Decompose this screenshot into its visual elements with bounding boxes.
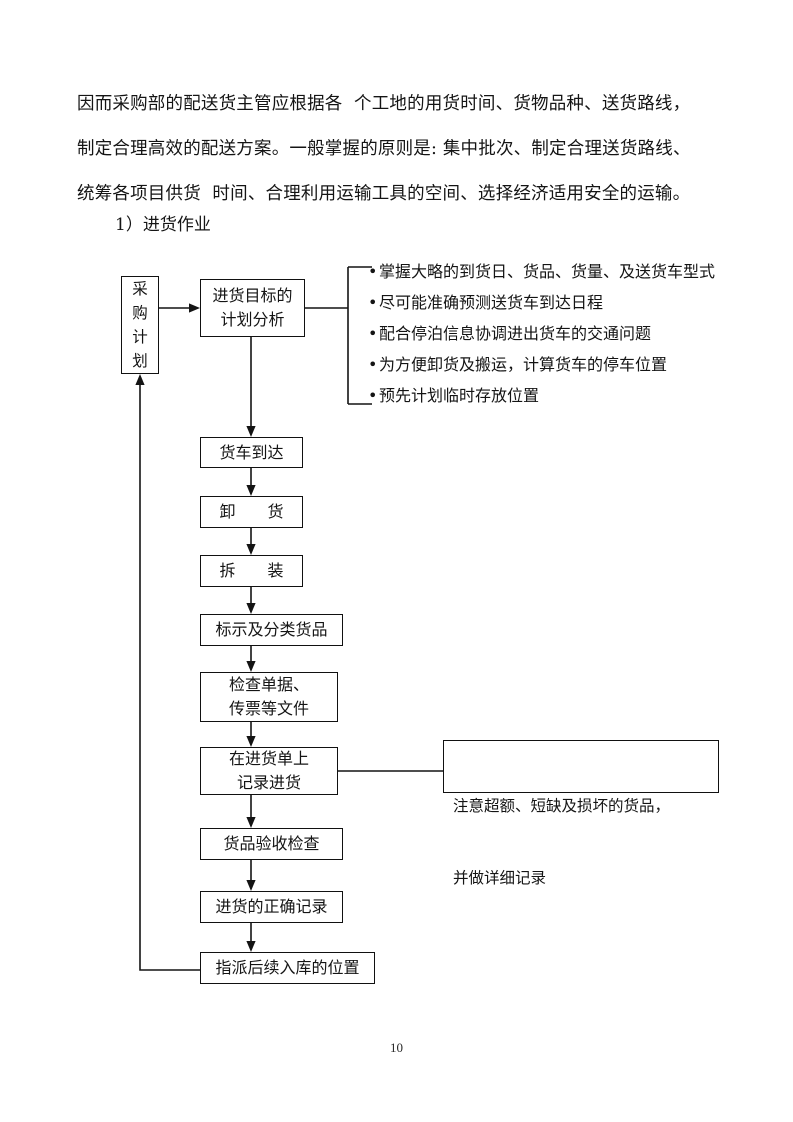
node-plan-analysis[interactable]: 进货目标的 计划分析 — [200, 279, 305, 337]
note-box-line-2: 并做详细记录 — [453, 869, 547, 887]
node-record-receipt[interactable]: 在进货单上 记录进货 — [200, 747, 338, 795]
node-correct-record-line-1: 进货的正确记录 — [215, 897, 328, 916]
bullet-dot-icon-1: • — [368, 262, 378, 281]
bullet-item-2: • 尽可能准确预测送货车到达日程 — [368, 287, 768, 318]
node-unpack-line-1: 拆 装 — [219, 561, 284, 580]
bullet-text-2: 尽可能准确预测送货车到达日程 — [379, 293, 604, 312]
note-box-line-1: 注意超额、短缺及损坏的货品， — [453, 797, 671, 815]
paragraph-line-3: 统筹各项目供货 时间、合理利用运输工具的空间、选择经济适用安全的运输。 — [77, 184, 691, 204]
node-purchase-plan-line-1: 采 — [132, 280, 148, 298]
paragraph-line-1: 因而采购部的配送货主管应根据各 个工地的用货时间、货物品种、送货路线， — [77, 94, 691, 114]
bullet-dot-icon-3: • — [368, 324, 378, 343]
node-record-receipt-line-1: 在进货单上 — [228, 749, 309, 768]
node-check-documents-line-2: 传票等文件 — [228, 699, 309, 718]
bullet-text-4: 为方便卸货及搬运，计算货车的停车位置 — [379, 355, 668, 374]
section-heading: 1）进货作业 — [115, 215, 211, 235]
node-plan-analysis-line-1: 进货目标的 — [212, 286, 293, 305]
bullet-dot-icon-2: • — [368, 293, 378, 312]
node-truck-arrive-line-1: 货车到达 — [219, 442, 284, 462]
body-paragraph: 因而采购部的配送货主管应根据各 个工地的用货时间、货物品种、送货路线， 制定合理… — [77, 82, 721, 217]
node-unpack[interactable]: 拆 装 — [200, 555, 303, 587]
node-correct-record[interactable]: 进货的正确记录 — [200, 891, 343, 923]
node-check-documents-line-1: 检查单据、 — [228, 675, 309, 694]
node-purchase-plan-line-3: 计 — [132, 328, 148, 346]
node-mark-classify-line-1: 标示及分类货品 — [215, 620, 328, 639]
bullet-item-3: • 配合停泊信息协调进出货车的交通问题 — [368, 318, 768, 349]
node-truck-arrive[interactable]: 货车到达 — [200, 437, 303, 468]
note-box-receipt-discrepancy[interactable]: 注意超额、短缺及损坏的货品， 并做详细记录 — [443, 740, 719, 887]
node-record-receipt-line-2: 记录进货 — [236, 773, 301, 792]
node-unload-line-1: 卸 货 — [219, 502, 284, 521]
bullet-text-3: 配合停泊信息协调进出货车的交通问题 — [379, 324, 652, 343]
node-purchase-plan-line-2: 购 — [132, 304, 148, 322]
page-number: 10 — [390, 1040, 403, 1055]
node-unload[interactable]: 卸 货 — [200, 496, 303, 528]
bullet-item-5: • 预先计划临时存放位置 — [368, 380, 768, 411]
node-purchase-plan-line-4: 划 — [132, 352, 148, 370]
bullet-list-plan-details: • 掌握大略的到货日、货品、货量、及送货车型式 • 尽可能准确预测送货车到达日程… — [368, 256, 768, 411]
node-mark-classify[interactable]: 标示及分类货品 — [200, 614, 343, 646]
node-check-documents[interactable]: 检查单据、 传票等文件 — [200, 672, 338, 722]
node-goods-inspection[interactable]: 货品验收检查 — [200, 828, 343, 860]
node-goods-inspection-line-1: 货品验收检查 — [223, 834, 320, 853]
bullet-text-1: 掌握大略的到货日、货品、货量、及送货车型式 — [379, 262, 716, 281]
bullet-dot-icon-4: • — [368, 355, 378, 374]
bullet-item-1: • 掌握大略的到货日、货品、货量、及送货车型式 — [368, 256, 768, 287]
node-assign-location[interactable]: 指派后续入库的位置 — [200, 952, 375, 984]
node-assign-location-line-1: 指派后续入库的位置 — [215, 958, 360, 977]
bullet-item-4: • 为方便卸货及搬运，计算货车的停车位置 — [368, 349, 768, 380]
bullet-dot-icon-5: • — [368, 386, 378, 405]
bullet-text-5: 预先计划临时存放位置 — [379, 386, 540, 405]
paragraph-line-2: 制定合理高效的配送方案。一般掌握的原则是: 集中批次、制定合理送货路线、 — [77, 139, 691, 159]
node-purchase-plan[interactable]: 采 购 计 划 — [121, 276, 159, 374]
node-plan-analysis-line-2: 计划分析 — [220, 310, 285, 329]
